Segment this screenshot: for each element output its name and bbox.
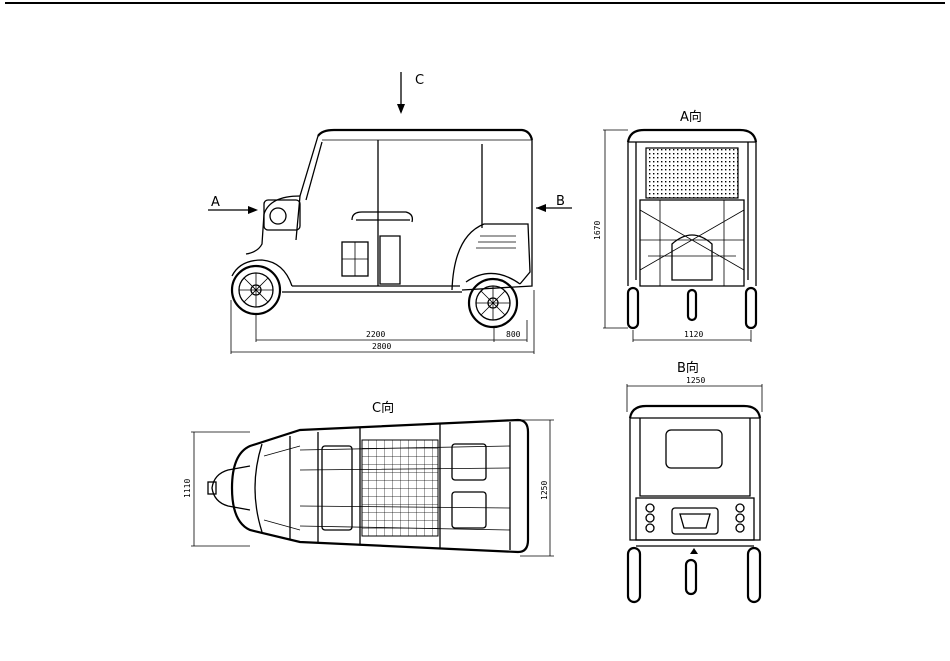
front-fairing bbox=[246, 196, 300, 254]
view-arrow-c: C bbox=[397, 72, 424, 114]
view-arrow-a: A bbox=[208, 195, 258, 214]
dim-overall-length: 2800 bbox=[372, 342, 391, 351]
side-view: C A B bbox=[208, 72, 572, 354]
rear-wheel bbox=[469, 279, 517, 327]
top-view-title: C向 bbox=[372, 400, 394, 416]
dim-front-height: 1670 bbox=[593, 221, 602, 240]
dim-front-track: 1120 bbox=[684, 330, 703, 339]
dim-top-width-right: 1250 bbox=[540, 481, 549, 500]
rear-view: B向 1250 bbox=[627, 360, 762, 602]
arrow-b-label: B bbox=[556, 194, 565, 209]
arrow-a-label: A bbox=[211, 195, 220, 210]
dim-rear-width: 1250 bbox=[686, 376, 705, 385]
top-view: C向 1110 1250 bbox=[183, 400, 554, 556]
front-view: A向 1670 1120 bbox=[593, 109, 756, 342]
dim-wheelbase: 2200 bbox=[366, 330, 385, 339]
mesh-screen bbox=[646, 148, 738, 198]
dim-top-width-left: 1110 bbox=[183, 479, 192, 498]
front-view-title: A向 bbox=[680, 109, 702, 125]
rear-view-title: B向 bbox=[677, 360, 699, 376]
windshield bbox=[296, 136, 318, 240]
front-wheel bbox=[232, 266, 280, 314]
front-view-wheels bbox=[628, 288, 756, 328]
view-arrow-b: B bbox=[536, 194, 572, 212]
arrow-c-label: C bbox=[415, 73, 424, 88]
dim-rear-overhang: 800 bbox=[506, 330, 521, 339]
rear-view-wheels bbox=[628, 548, 760, 602]
cabin-body bbox=[462, 140, 532, 290]
rear-window bbox=[666, 430, 722, 468]
roof bbox=[318, 130, 532, 140]
